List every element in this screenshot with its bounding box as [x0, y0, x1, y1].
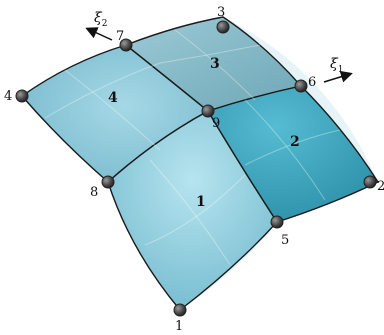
node-label-3: 3 [217, 5, 225, 20]
element-2 [206, 85, 380, 223]
node-label-5: 5 [281, 233, 289, 248]
node-label-7: 7 [116, 29, 124, 44]
node-6 [294, 79, 308, 93]
element-label-4: 4 [108, 90, 118, 106]
node-7 [119, 38, 133, 52]
xi1-label: ξ1 [330, 56, 343, 75]
node-label-9: 9 [212, 116, 220, 131]
element-label-1: 1 [196, 194, 206, 210]
node-8 [101, 175, 115, 189]
node-label-8: 8 [90, 185, 98, 200]
node-5 [270, 215, 284, 229]
nodes [15, 20, 377, 317]
element-label-3: 3 [210, 56, 220, 72]
element-label-2: 2 [290, 134, 300, 150]
interior-grid-lines [44, 29, 341, 266]
node-1 [173, 303, 187, 317]
node-label-4: 4 [4, 89, 12, 104]
xi2-arrow [85, 27, 113, 41]
node-label-2: 2 [377, 179, 384, 194]
xi2-label: ξ2 [94, 10, 107, 29]
node-label-1: 1 [175, 319, 183, 334]
xi1-arrow [323, 70, 353, 83]
node-3 [216, 20, 230, 34]
node-label-6: 6 [308, 75, 316, 90]
node-2 [363, 175, 377, 189]
node-9 [201, 104, 215, 118]
node-4 [15, 89, 29, 103]
